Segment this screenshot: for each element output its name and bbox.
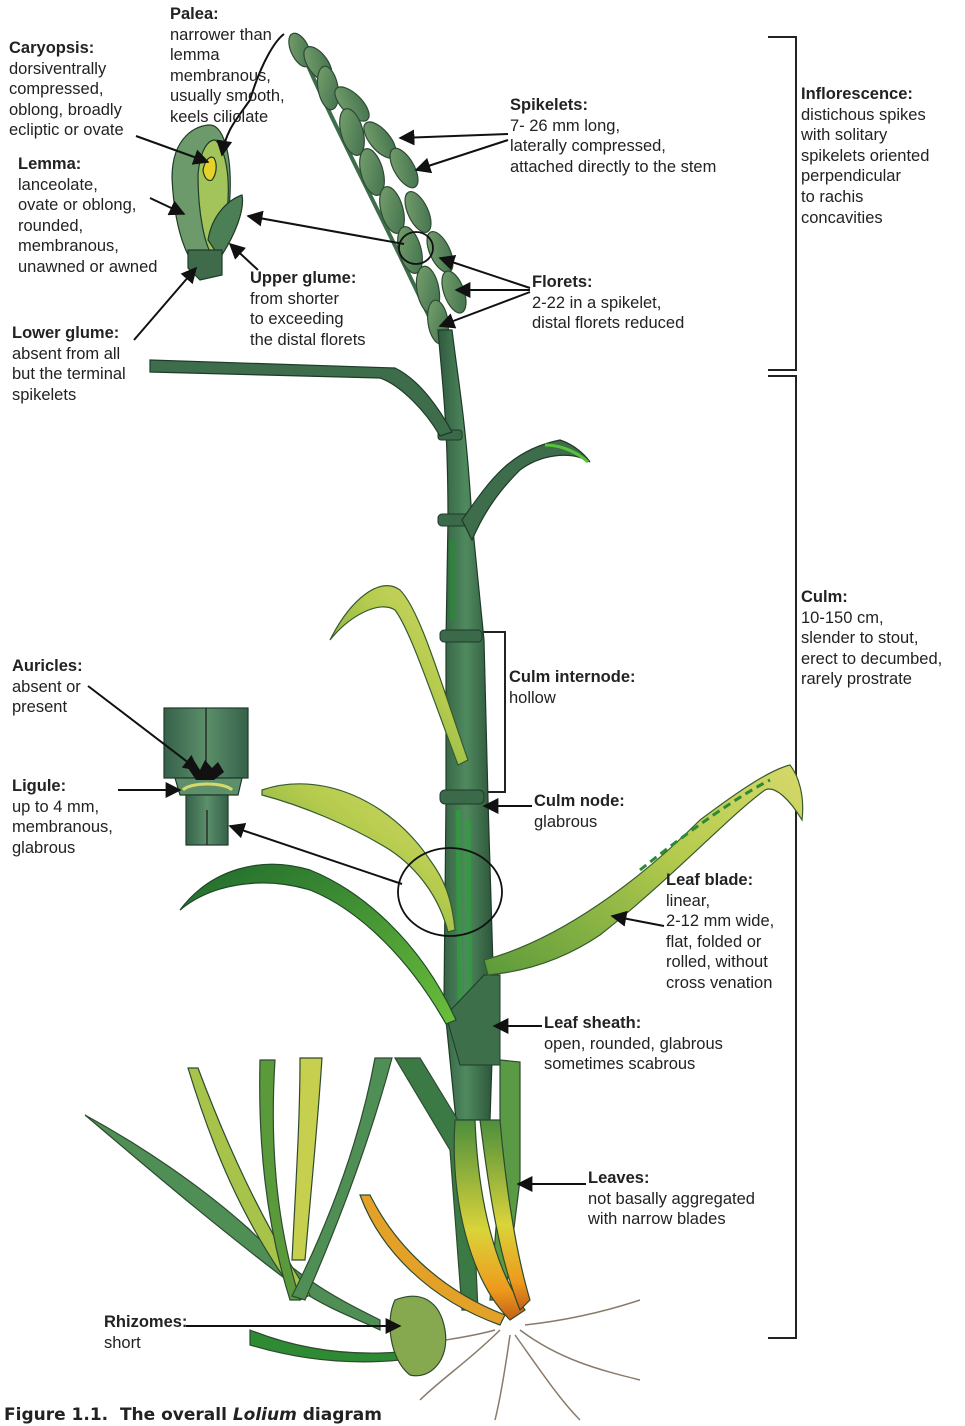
ligule-label: Ligule: up to 4 mm, membranous, glabrous	[12, 776, 113, 858]
florets-label: Florets: 2-22 in a spikelet, distal flor…	[532, 272, 684, 334]
culm-internode-label: Culm internode: hollow	[509, 667, 636, 708]
flag-leaf	[150, 360, 452, 436]
leaves-label: Leaves: not basally aggregated with narr…	[588, 1168, 755, 1230]
spikelets-arrow-2	[416, 140, 508, 170]
rhizomes-label: Rhizomes: short	[104, 1312, 187, 1353]
auricles-label: Auricles: absent or present	[12, 656, 83, 718]
caryopsis-label: Caryopsis: dorsiventrally compressed, ob…	[9, 38, 124, 141]
leaf-blade-label: Leaf blade: linear, 2-12 mm wide, flat, …	[666, 870, 774, 994]
figure-caption: Figure 1.1. The overall Lolium diagram	[4, 1405, 382, 1425]
spikelets-arrow-1	[400, 134, 508, 138]
left-leaf-dark	[180, 864, 456, 1024]
inflorescence-bracket	[768, 37, 796, 370]
leaf-sheath-label: Leaf sheath: open, rounded, glabrous som…	[544, 1013, 723, 1075]
rhizome	[390, 1296, 446, 1376]
spikelet-inset	[172, 125, 243, 280]
inflorescence-label: Inflorescence: distichous spikes with so…	[801, 84, 929, 228]
lower-glume-arrow	[134, 268, 196, 340]
culm-node-label: Culm node: glabrous	[534, 791, 625, 832]
spikelets-label: Spikelets: 7- 26 mm long, laterally comp…	[510, 95, 716, 177]
upper-right-leaf	[462, 440, 590, 540]
ligule-inset	[164, 708, 248, 845]
leaf-blade-arrow	[612, 916, 664, 926]
lower-glume-label: Lower glume: absent from all but the ter…	[12, 323, 126, 405]
upper-glume-arrow	[230, 244, 258, 270]
culm-bracket	[768, 376, 796, 1338]
culm-label: Culm: 10-150 cm, slender to stout, erect…	[801, 587, 942, 690]
lemma-label: Lemma: lanceolate, ovate or oblong, roun…	[18, 154, 157, 278]
palea-label: Palea: narrower than lemma membranous, u…	[170, 4, 285, 128]
upper-glume-label: Upper glume: from shorter to exceeding t…	[250, 268, 366, 350]
